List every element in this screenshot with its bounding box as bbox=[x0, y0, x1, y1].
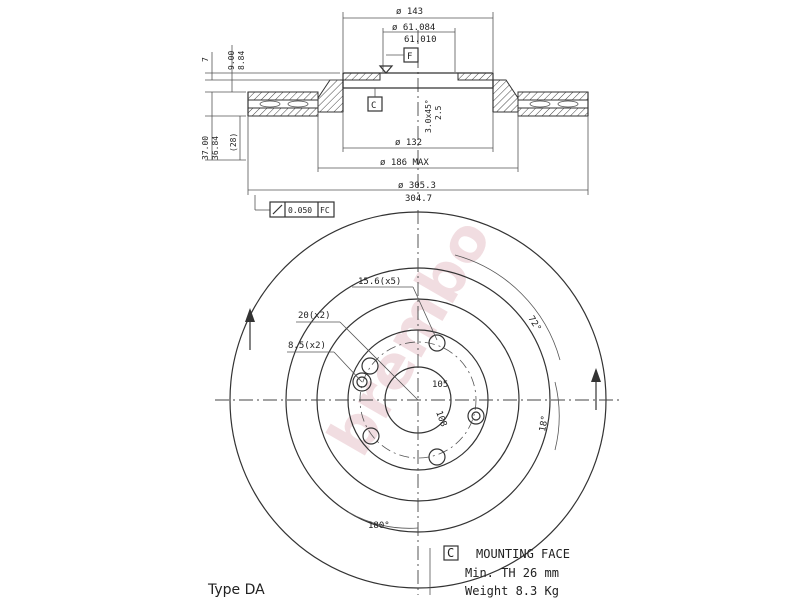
chamfer-label-2: 2.5 bbox=[434, 105, 443, 120]
dim-61-010: 61.010 bbox=[404, 35, 437, 45]
arrow-right-head bbox=[591, 368, 601, 382]
ring-left-bottom bbox=[247, 107, 319, 117]
vdim-7: 7 bbox=[201, 57, 210, 62]
datum-c: C bbox=[371, 101, 376, 111]
vdim-37: 37.00 bbox=[201, 136, 210, 160]
leader-20 bbox=[339, 321, 419, 401]
chamfer-label: 3.0x45° bbox=[424, 99, 433, 133]
datum-f: F bbox=[407, 52, 412, 62]
runout-frame bbox=[269, 201, 335, 218]
front-view: 15.6(x5) 20(x2) 8.5(x2) 72° 18° 180° 105… bbox=[215, 210, 620, 595]
dim-143: ø 143 bbox=[396, 7, 423, 17]
ring-right-bottom bbox=[517, 107, 589, 117]
runout-ref: FC bbox=[320, 206, 330, 215]
vents-right bbox=[529, 100, 579, 108]
angle-72: 72° bbox=[525, 314, 542, 333]
vdim-8-84: 8.84 bbox=[237, 51, 246, 70]
hat-wall-left bbox=[317, 79, 344, 113]
angle-180: 180° bbox=[368, 521, 390, 531]
dim-61-084: ø 61.084 bbox=[392, 23, 435, 33]
dim-186: ø 186 MAX bbox=[380, 158, 429, 168]
ring-left-top bbox=[247, 91, 319, 101]
pcd-105: 105 bbox=[432, 380, 448, 390]
legend: C MOUNTING FACE Min. TH 26 mm Weight 8.3… bbox=[429, 545, 570, 598]
arrow-left-head bbox=[245, 308, 255, 322]
ring-right-top bbox=[517, 91, 589, 101]
angle-18: 18° bbox=[538, 415, 551, 433]
vdim-9: 9.00 bbox=[227, 51, 236, 70]
legend-min-thickness: Min. TH 26 mm bbox=[465, 566, 559, 580]
legend-weight: Weight 8.3 Kg bbox=[465, 584, 559, 598]
leader-8-5 bbox=[333, 351, 363, 383]
watermark: brembo bbox=[315, 207, 506, 467]
type-label: Type DA bbox=[207, 582, 265, 598]
dim-304-7: 304.7 bbox=[405, 194, 432, 204]
hat-hatch-right bbox=[457, 72, 494, 81]
vents-left bbox=[259, 100, 309, 108]
vdim-36-84: 36.84 bbox=[211, 136, 220, 160]
label-holes-8-5: 8.5(x2) bbox=[288, 341, 326, 351]
dim-132: ø 132 bbox=[395, 138, 422, 148]
pcd-108: 108 bbox=[433, 410, 448, 429]
label-holes-15-6: 15.6(x5) bbox=[358, 277, 401, 287]
hat-hatch-left bbox=[342, 72, 381, 81]
watermark-text: brembo bbox=[315, 207, 506, 467]
label-holes-20: 20(x2) bbox=[298, 311, 331, 321]
vdim-28: (28) bbox=[229, 133, 238, 152]
legend-marker: C bbox=[447, 546, 454, 560]
datum-f-triangle bbox=[378, 65, 394, 74]
angle-180-arc bbox=[347, 511, 419, 529]
hat-wall-right bbox=[492, 79, 519, 113]
dim-305-3: ø 305.3 bbox=[398, 181, 436, 191]
runout-symbol bbox=[272, 204, 283, 215]
angle-18-arc bbox=[554, 381, 560, 451]
legend-mounting-face: MOUNTING FACE bbox=[476, 547, 570, 561]
section-view: ø 143 ø 61.084 61.010 F C 7 9.00 8.84 37… bbox=[201, 7, 589, 218]
leader-15-6 bbox=[412, 286, 438, 341]
angle-72-arc bbox=[454, 254, 561, 361]
bolt-holes bbox=[352, 334, 485, 466]
runout-value: 0.050 bbox=[288, 206, 312, 215]
legend-marker-box bbox=[443, 545, 459, 561]
